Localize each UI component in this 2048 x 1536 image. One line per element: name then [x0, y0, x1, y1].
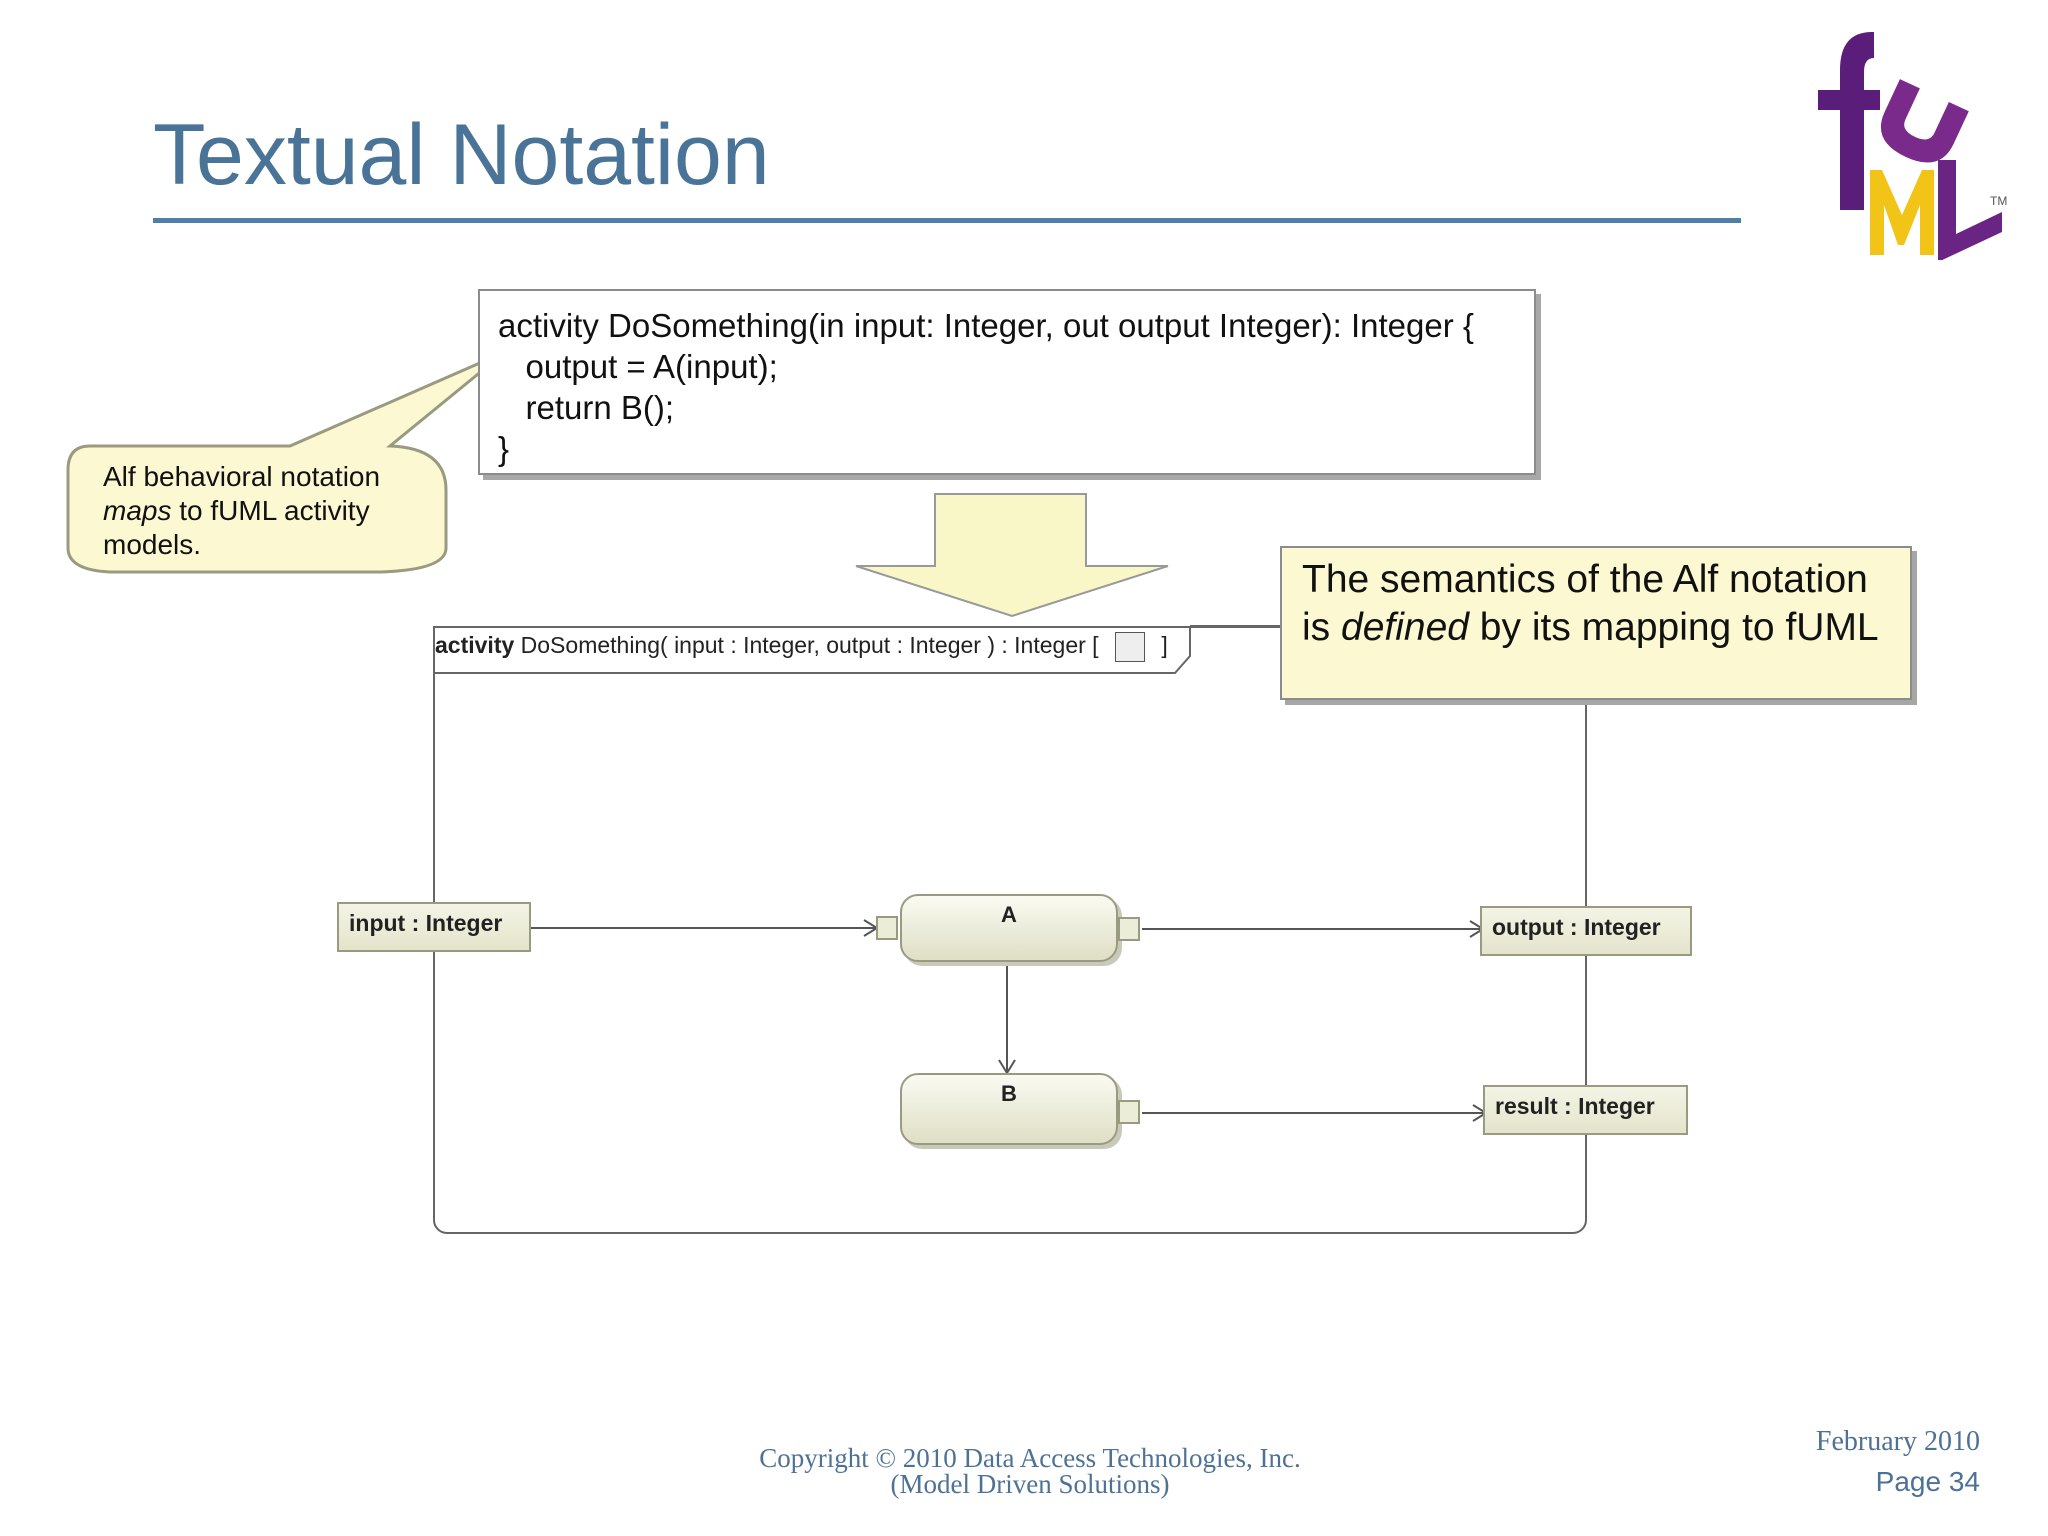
logo-f-crossbar: [1818, 90, 1880, 110]
footer-copyright: Copyright © 2010 Data Access Technologie…: [600, 1443, 1460, 1499]
callout-text: Alf behavioral notation maps to fUML act…: [103, 460, 413, 562]
semantics-note: The semantics of the Alf notation is def…: [1280, 546, 1912, 700]
parameter-result: result : Integer: [1483, 1085, 1688, 1135]
frame-header-tab: [435, 626, 1191, 674]
semantics-emphasis: defined: [1341, 606, 1469, 649]
activity-signature: DoSomething( input : Integer, output : I…: [520, 632, 1099, 658]
logo-l: [1938, 160, 2002, 260]
parameter-output: output : Integer: [1480, 906, 1692, 956]
parameter-input: input : Integer: [337, 902, 531, 952]
activity-frame-header: activity DoSomething( input : Integer, o…: [435, 628, 1168, 672]
semantics-text-2: by its mapping to fUML: [1468, 606, 1879, 649]
title-underline: [153, 218, 1741, 223]
logo-f-stroke: [1840, 32, 1874, 210]
alf-code-box: activity DoSomething(in input: Integer, …: [478, 289, 1536, 475]
callout-line-2-rest: to fUML activity: [171, 495, 370, 526]
logo-trademark: TM: [1990, 194, 2007, 208]
code-line: }: [498, 430, 510, 467]
footer-date: February 2010: [1815, 1426, 1980, 1457]
logo-m: [1870, 170, 1934, 255]
callout-bubble: [66, 350, 506, 574]
semantics-text-1: The semantics of the Alf notation is: [1302, 558, 1868, 649]
slide-title: Textual Notation: [153, 107, 770, 203]
action-b: B: [900, 1073, 1118, 1145]
copyright-line-2: (Model Driven Solutions): [890, 1469, 1170, 1499]
transform-down-arrow: [855, 493, 1169, 618]
logo-u: [1880, 79, 1969, 163]
action-b-output-pin: [1118, 1100, 1140, 1124]
activity-keyword: activity: [435, 632, 515, 658]
copyright-line-1: Copyright © 2010 Data Access Technologie…: [759, 1443, 1301, 1473]
code-line: return B();: [498, 389, 675, 426]
diagram-type-icon: [1114, 631, 1145, 662]
callout-line-2: maps to fUML activity: [103, 494, 413, 528]
activity-signature-close: ]: [1161, 632, 1168, 658]
callout-line-3: models.: [103, 529, 202, 560]
callout-emphasis: maps: [103, 495, 172, 526]
action-a-input-pin: [876, 916, 898, 940]
page-number: Page 34: [1875, 1466, 1980, 1497]
code-line: activity DoSomething(in input: Integer, …: [498, 307, 1474, 344]
fuml-logo: TM: [1818, 32, 2007, 260]
code-line: output = A(input);: [498, 348, 778, 385]
callout-line-1: Alf behavioral notation: [103, 461, 381, 492]
action-a-output-pin: [1118, 917, 1140, 941]
action-a: A: [900, 894, 1118, 962]
